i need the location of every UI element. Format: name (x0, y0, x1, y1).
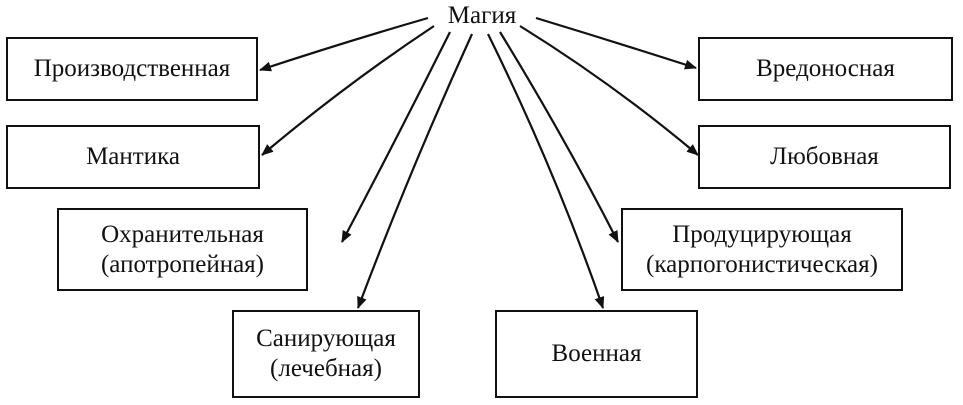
node-harmful-label: Вредоносная (756, 55, 895, 82)
node-military: Военная (495, 310, 698, 398)
node-love-label: Любовная (770, 143, 879, 170)
node-productive: Продуцирующая (карпогонистическая) (621, 208, 903, 291)
node-protective: Охранительная (апотропейная) (57, 208, 308, 291)
arrow-military (487, 33, 605, 309)
arrow-harmful (535, 16, 697, 70)
node-protective-label: Охранительная (101, 220, 264, 248)
node-mantika-label: Мантика (86, 143, 180, 170)
arrow-productive (499, 31, 619, 243)
arrow-production (259, 16, 429, 72)
arrow-sanitary (356, 33, 474, 309)
node-productive-label: Продуцирующая (672, 220, 852, 248)
arrow-mantika (261, 25, 435, 156)
node-production-label: Производственная (33, 55, 231, 82)
node-protective-sublabel: (апотропейная) (100, 250, 265, 278)
node-production: Производственная (6, 37, 258, 101)
node-love: Любовная (698, 125, 951, 189)
root-node-magic: Магия (447, 2, 517, 29)
node-mantika: Мантика (6, 125, 260, 189)
arrow-love (519, 25, 699, 156)
node-military-label: Военная (551, 340, 642, 367)
node-sanitary-sublabel: (лечебная) (270, 355, 382, 382)
arrow-protective (341, 31, 451, 243)
node-sanitary: Санирующая (лечебная) (232, 310, 420, 398)
node-sanitary-label: Санирующая (256, 325, 396, 352)
node-productive-sublabel: (карпогонистическая) (646, 250, 878, 278)
node-harmful: Вредоносная (698, 37, 953, 101)
